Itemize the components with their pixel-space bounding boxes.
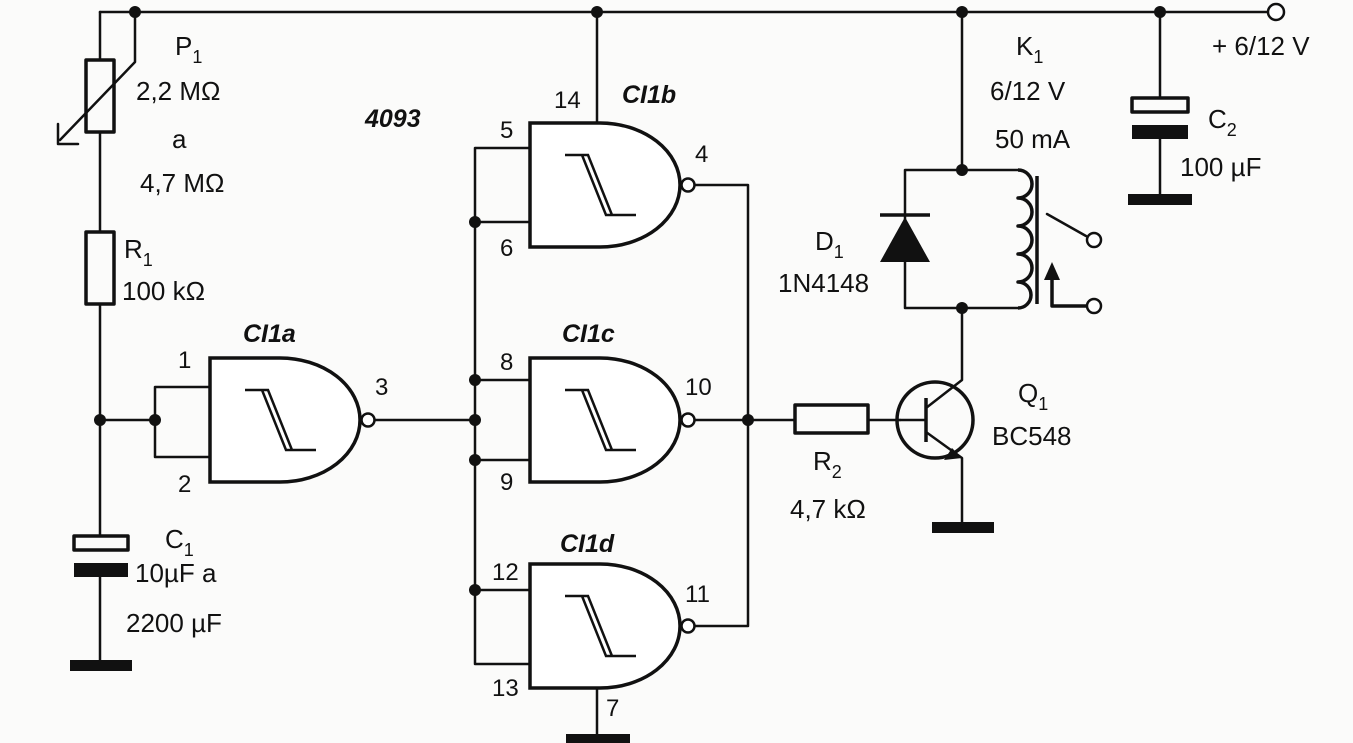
nand-gate-ci1c xyxy=(528,356,697,484)
capacitor-c1 xyxy=(70,534,132,671)
ground-symbol xyxy=(566,734,630,743)
coil-loop-wire xyxy=(903,168,1020,310)
potentiometer-p1 xyxy=(56,10,137,234)
relay-k1 xyxy=(1016,168,1103,315)
gate-d-pin13: 13 xyxy=(492,675,519,702)
resistor-r1 xyxy=(84,230,116,538)
gate-a-pin2: 2 xyxy=(178,471,191,498)
ground-symbol xyxy=(932,522,994,533)
gate-a-pin3: 3 xyxy=(375,374,388,401)
gate-b-name: CI1b xyxy=(622,81,676,109)
diode-d1 xyxy=(880,213,930,262)
gate-b-pin14: 14 xyxy=(554,87,581,114)
nand-gate-ci1a xyxy=(208,356,377,484)
junction-dot xyxy=(956,164,968,176)
gate-c-pin9: 9 xyxy=(500,469,513,496)
r2-value: 4,7 kΩ xyxy=(790,494,866,524)
transistor-q1 xyxy=(895,306,994,533)
nand-gate-ci1d xyxy=(528,562,697,690)
junction-dot xyxy=(956,302,968,314)
q1-label: Q1 xyxy=(1018,378,1048,414)
supply-label: + 6/12 V xyxy=(1212,31,1310,61)
junction-dot xyxy=(469,216,481,228)
c2-value: 100 µF xyxy=(1180,152,1261,182)
r1-value: 100 kΩ xyxy=(122,276,205,306)
c1-value1: 10µF a xyxy=(135,558,217,588)
c1-value2: 2200 µF xyxy=(126,608,222,638)
gate-c-pin8: 8 xyxy=(500,349,513,376)
gate-a-name: CI1a xyxy=(243,320,296,348)
k1-current: 50 mA xyxy=(995,124,1071,154)
ground-symbol xyxy=(70,660,132,671)
gate-d-pin7: 7 xyxy=(606,695,619,722)
r2-label: R2 xyxy=(813,446,842,482)
input-bus-wire xyxy=(473,146,532,666)
k1-voltage: 6/12 V xyxy=(990,76,1066,106)
junction-dot xyxy=(469,584,481,596)
resistor-r2 xyxy=(793,403,870,435)
d1-type: 1N4148 xyxy=(778,268,869,298)
junction-dot xyxy=(149,414,161,426)
p1-value2: 4,7 MΩ xyxy=(140,168,224,198)
q1-type: BC548 xyxy=(992,421,1072,451)
d1-label: D1 xyxy=(815,226,844,262)
k1-label: K1 xyxy=(1016,31,1043,67)
p1-label: P1 xyxy=(175,31,202,67)
gate-d-name: CI1d xyxy=(560,530,615,558)
junction-dot xyxy=(469,454,481,466)
c1-label: C1 xyxy=(165,524,194,560)
junction-dot xyxy=(469,414,481,426)
gate-d-pin12: 12 xyxy=(492,559,519,586)
p1-value1: 2,2 MΩ xyxy=(136,76,220,106)
gate-c-name: CI1c xyxy=(562,320,615,348)
ground-symbol xyxy=(1128,194,1192,205)
gate-c-pin10: 10 xyxy=(685,374,712,401)
r1-label: R1 xyxy=(124,234,153,270)
supply-terminal xyxy=(1266,2,1286,22)
gate-a-pin1: 1 xyxy=(178,347,191,374)
c2-label: C2 xyxy=(1208,104,1237,140)
nand-gate-ci1b xyxy=(528,121,697,249)
gate-d-pin11: 11 xyxy=(685,581,710,608)
p1-sep: a xyxy=(172,124,187,154)
junction-dot xyxy=(742,414,754,426)
capacitor-c2 xyxy=(1128,10,1192,205)
gate-b-pin6: 6 xyxy=(500,235,513,262)
chip-label: 4093 xyxy=(364,105,421,133)
junction-dot xyxy=(469,374,481,386)
junction-dot xyxy=(94,414,106,426)
gate-b-pin4: 4 xyxy=(695,141,708,168)
gate-b-pin5: 5 xyxy=(500,117,513,144)
